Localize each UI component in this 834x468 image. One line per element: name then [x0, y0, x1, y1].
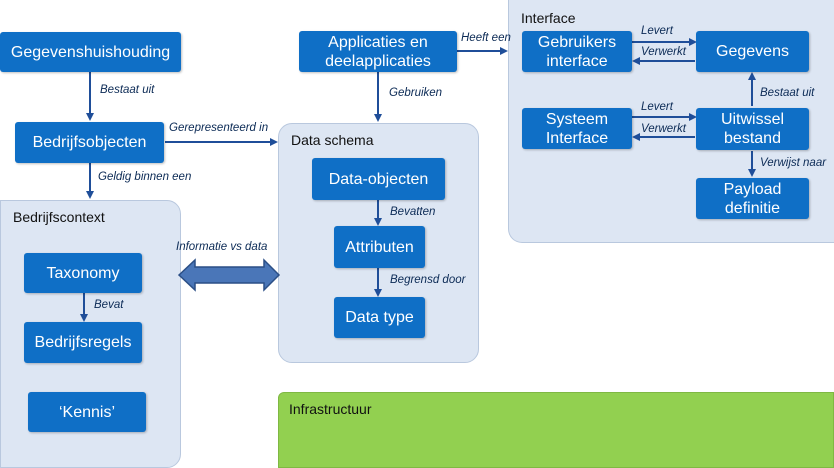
data-type-box: Data type	[334, 297, 425, 338]
label-heeft-een: Heeft een	[461, 32, 511, 44]
attributen-box: Attributen	[334, 226, 425, 268]
label-verwerkt-1: Verwerkt	[641, 46, 686, 58]
label-bevatten: Bevatten	[390, 206, 436, 218]
infrastructuur-group: Infrastructuur	[278, 392, 834, 468]
uitwissel-bestand-box: Uitwissel bestand	[696, 108, 809, 150]
label-geldig-binnen-een: Geldig binnen een	[98, 171, 192, 183]
gegevenshuishouding-box: Gegevenshuishouding	[0, 32, 181, 72]
systeem-interface-box: Systeem Interface	[522, 108, 632, 149]
interface-title: Interface	[521, 10, 576, 26]
bedrijfscontext-title: Bedrijfscontext	[13, 209, 105, 225]
label-informatie-vs-data: Informatie vs data	[176, 241, 268, 253]
gegevens-box: Gegevens	[696, 31, 809, 72]
data-schema-title: Data schema	[291, 132, 374, 148]
double-arrow-informatie-vs-data	[177, 258, 281, 292]
bedrijfsobjecten-box: Bedrijfsobjecten	[15, 122, 164, 163]
label-begrensd-door: Begrensd door	[390, 274, 466, 286]
taxonomy-box: Taxonomy	[24, 253, 142, 293]
bedrijfsregels-box: Bedrijfsregels	[24, 322, 142, 363]
label-gerepresenteerd-in: Gerepresenteerd in	[169, 122, 269, 134]
label-bestaat-uit: Bestaat uit	[100, 84, 155, 96]
payload-definitie-box: Payload definitie	[696, 178, 809, 219]
gebruikers-interface-box: Gebruikers interface	[522, 31, 632, 72]
kennis-box: ‘Kennis’	[28, 392, 146, 432]
label-levert-1: Levert	[641, 25, 673, 37]
label-bestaat-uit-2: Bestaat uit	[760, 87, 815, 99]
applicaties-box: Applicaties en deelapplicaties	[299, 31, 457, 72]
label-verwerkt-2: Verwerkt	[641, 123, 686, 135]
label-verwijst-naar: Verwijst naar	[760, 157, 827, 169]
infrastructuur-title: Infrastructuur	[289, 401, 372, 417]
data-objecten-box: Data-objecten	[312, 158, 445, 200]
label-levert-2: Levert	[641, 101, 673, 113]
label-bevat: Bevat	[94, 299, 124, 311]
label-gebruiken: Gebruiken	[389, 87, 443, 99]
